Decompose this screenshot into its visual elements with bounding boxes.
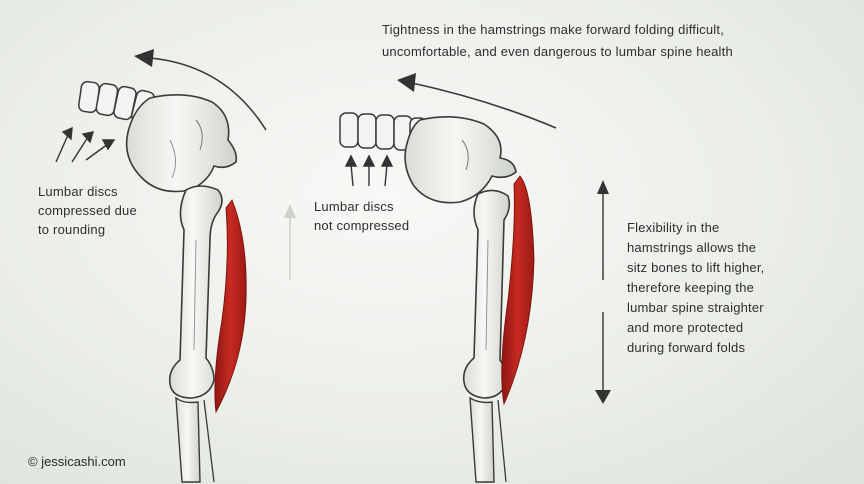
compressed-discs-caption: Lumbar discs compressed due to rounding <box>38 182 137 239</box>
flexibility-caption: Flexibility in the hamstrings allows the… <box>627 218 764 358</box>
caption-line: uncomfortable, and even dangerous to lum… <box>382 41 733 63</box>
lift-height-arrow <box>595 180 611 404</box>
caption-line: therefore keeping the <box>627 278 764 298</box>
tightness-caption: Tightness in the hamstrings make forward… <box>382 19 733 63</box>
right-tibia <box>470 398 494 482</box>
left-hamstring-muscle <box>215 200 246 412</box>
caption-line: lumbar spine straighter <box>627 298 764 318</box>
right-pelvis <box>405 117 516 203</box>
left-tibia <box>176 398 200 482</box>
caption-line: compressed due <box>38 201 137 220</box>
caption-line: Tightness in the hamstrings make forward… <box>382 19 733 41</box>
left-compression-arrows <box>56 128 114 162</box>
caption-line: during forward folds <box>627 338 764 358</box>
left-figure <box>56 49 266 482</box>
caption-line: to rounding <box>38 220 137 239</box>
caption-line: Lumbar discs <box>38 182 137 201</box>
copyright-credit: © jessicashi.com <box>28 454 126 469</box>
caption-line: sitz bones to lift higher, <box>627 258 764 278</box>
caption-line: Flexibility in the <box>627 218 764 238</box>
caption-line: and more protected <box>627 318 764 338</box>
caption-line: not compressed <box>314 216 409 235</box>
left-femur <box>170 186 222 398</box>
right-figure <box>340 73 556 482</box>
right-support-arrows <box>346 156 392 186</box>
left-motion-arrowhead <box>134 49 154 67</box>
caption-line: Lumbar discs <box>314 197 409 216</box>
not-compressed-caption: Lumbar discs not compressed <box>314 197 409 235</box>
left-pelvis <box>127 95 237 192</box>
caption-line: hamstrings allows the <box>627 238 764 258</box>
right-motion-arrowhead <box>397 73 416 92</box>
